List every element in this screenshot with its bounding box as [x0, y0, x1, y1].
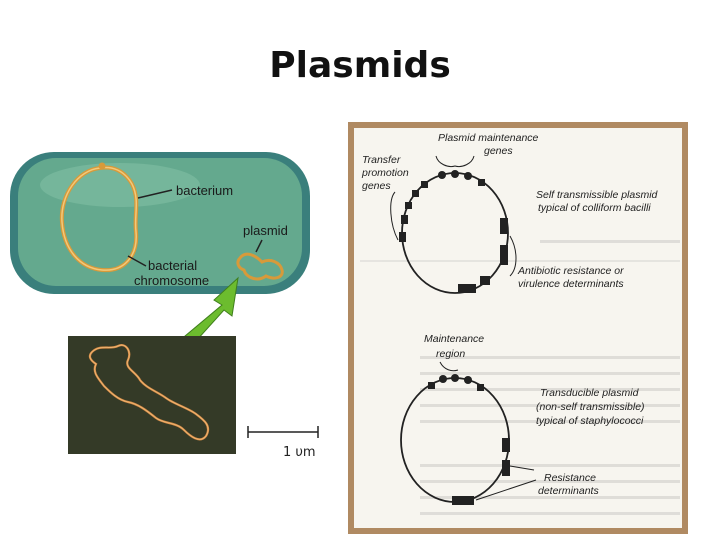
- scale-bar: 1 υm: [247, 426, 319, 460]
- resistance-line1: Resistance: [544, 472, 596, 484]
- self-plasmid-line2: typical of colliform bacilli: [538, 202, 651, 214]
- bacterium-illustration: bacterium plasmid bacterial chromosome: [10, 152, 310, 294]
- chromosome-highlight: [61, 166, 138, 271]
- panel-faded-background: [360, 240, 680, 515]
- transfer-label-line1: Transfer: [362, 154, 401, 166]
- micrograph-texture: [68, 336, 236, 454]
- maintenance-region-line1: Maintenance: [424, 333, 484, 345]
- transducible-line1: Transducible plasmid: [540, 387, 640, 399]
- maintenance-region-brace: [439, 361, 459, 372]
- chromosome-knot: [98, 162, 106, 170]
- plasmid-label: plasmid: [243, 223, 288, 238]
- top-plasmid-gene-markers: [399, 170, 508, 293]
- micrograph-dna-highlight: [89, 344, 209, 440]
- chromosome-leader: [127, 255, 147, 267]
- slide-title: Plasmids: [269, 45, 451, 86]
- transducible-line3: typical of staphylococci: [536, 415, 644, 427]
- chromosome-label-line1: bacterial: [148, 258, 197, 273]
- bottom-plasmid-gene-markers: [428, 374, 510, 505]
- antibiotic-line2: virulence determinants: [518, 278, 624, 290]
- plasmid-diagram-panel: Plasmid maintenance genes Transfer promo…: [348, 122, 688, 534]
- micrograph: [68, 336, 236, 454]
- maintenance-genes-line1: Plasmid maintenance: [438, 132, 539, 144]
- maintenance-genes-brace: [435, 155, 475, 167]
- transfer-label-line3: genes: [362, 180, 391, 192]
- maintenance-region-line2: region: [436, 348, 465, 360]
- plasmid-leader: [255, 239, 263, 253]
- resistance-pointer-2: [475, 479, 537, 501]
- transfer-genes-brace: [390, 191, 399, 241]
- bacterium-leader: [137, 189, 173, 199]
- maintenance-genes-line2: genes: [484, 145, 513, 157]
- bacterium-highlight: [40, 163, 200, 207]
- bacterium-label: bacterium: [176, 183, 233, 198]
- scale-bar-label: 1 υm: [283, 445, 316, 460]
- transducible-line2: (non-self transmissible): [536, 401, 645, 413]
- self-plasmid-line1: Self transmissible plasmid: [536, 189, 659, 201]
- panel-paper: [354, 128, 682, 528]
- resistance-pointer-1: [509, 465, 535, 471]
- transfer-label-line2: promotion: [361, 167, 409, 179]
- resistance-line2: determinants: [538, 485, 599, 497]
- chromosome-label-line2: chromosome: [134, 273, 209, 288]
- antibiotic-line1: Antibiotic resistance or: [517, 265, 624, 277]
- plasmid-loop: [236, 252, 284, 281]
- antibiotic-brace: [509, 235, 517, 277]
